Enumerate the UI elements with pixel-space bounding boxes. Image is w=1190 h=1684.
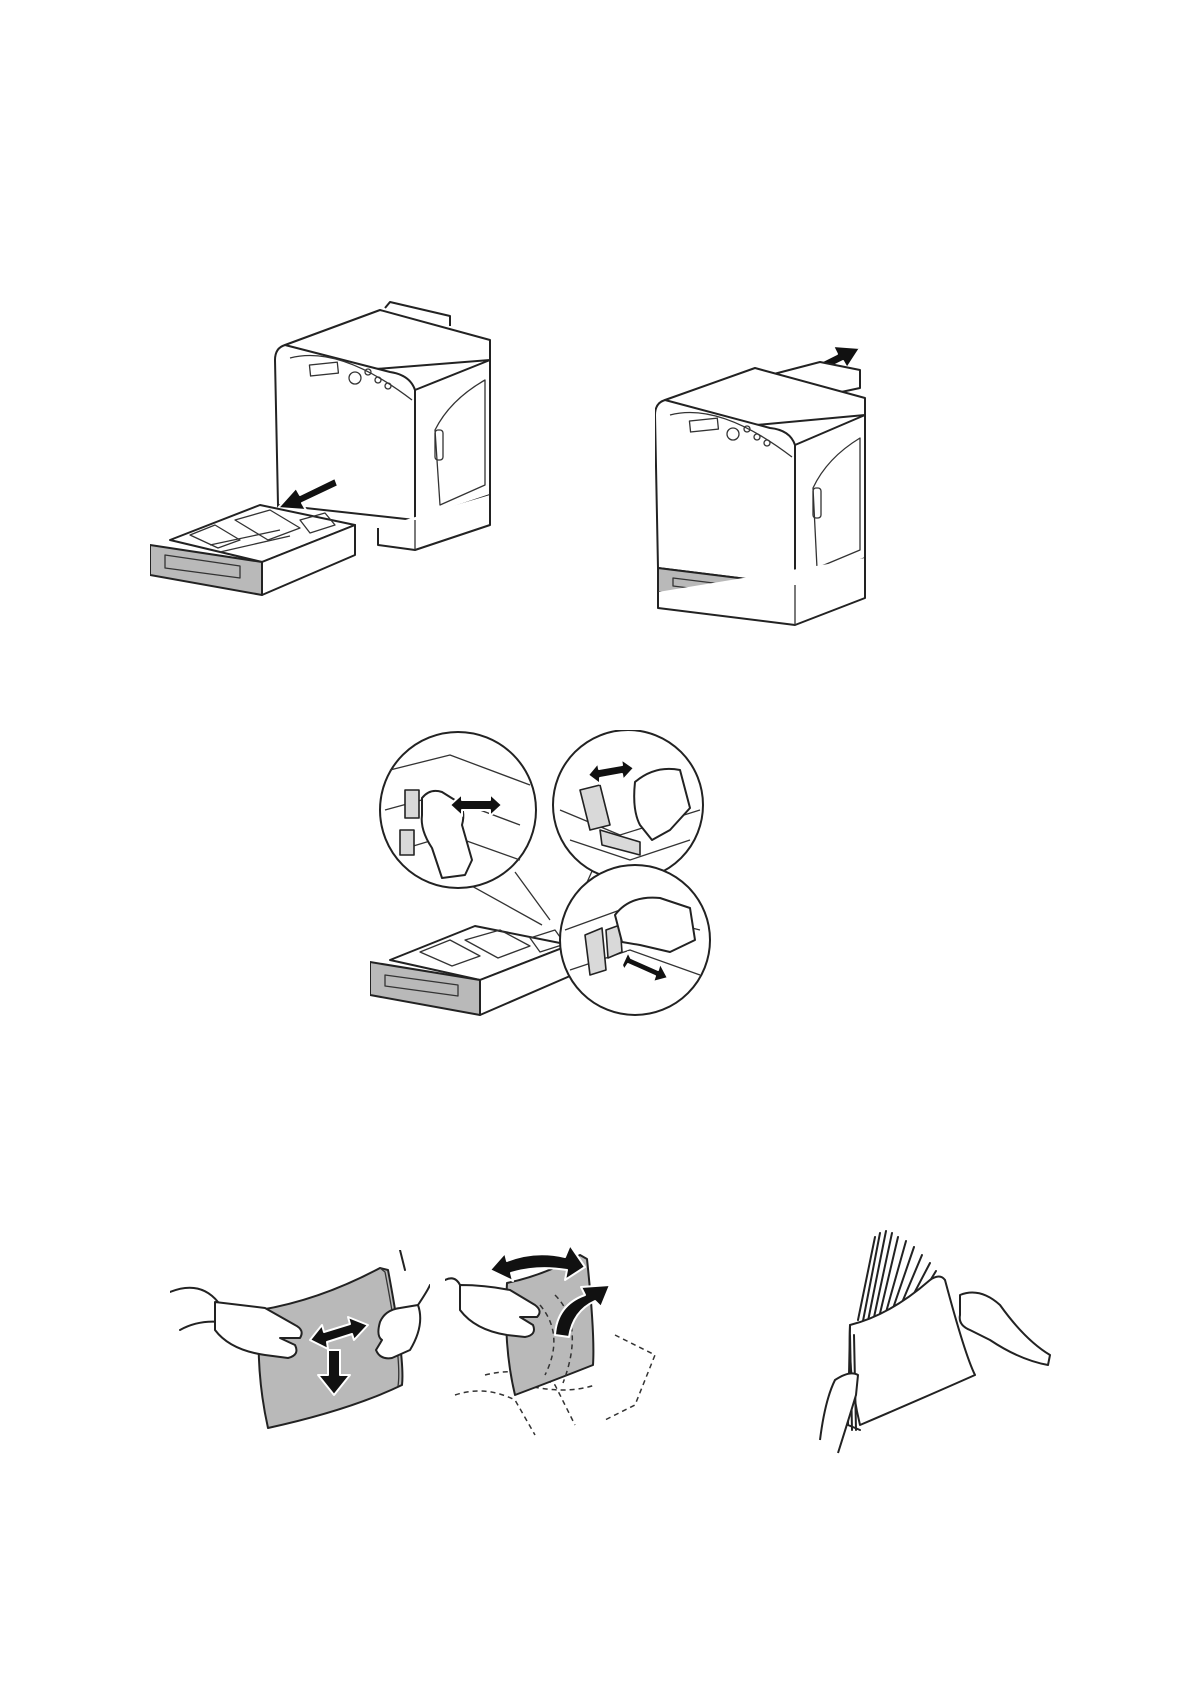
- zoom-circle-rear-guide: [560, 865, 710, 1015]
- printer-icon: [655, 362, 865, 625]
- paper-tray-icon: [150, 505, 355, 595]
- paper-stack-icon: [848, 1231, 975, 1430]
- figure-extend-output-tray: [655, 340, 915, 640]
- paper-tray-icon: [370, 926, 570, 1015]
- printer-icon: [275, 302, 490, 550]
- figure-flex-paper-stack: [170, 1250, 430, 1440]
- figure-fan-paper-stack: [445, 1245, 685, 1445]
- zoom-circle-side-guide: [380, 732, 536, 888]
- hand-icon: [960, 1293, 1050, 1365]
- figure-adjust-paper-guides: [370, 730, 790, 1090]
- hand-icon: [615, 898, 695, 952]
- zoom-circle-end-guide: [553, 730, 703, 880]
- figure-pull-out-tray: [150, 300, 540, 630]
- figure-riffle-paper-stack: [810, 1225, 1060, 1455]
